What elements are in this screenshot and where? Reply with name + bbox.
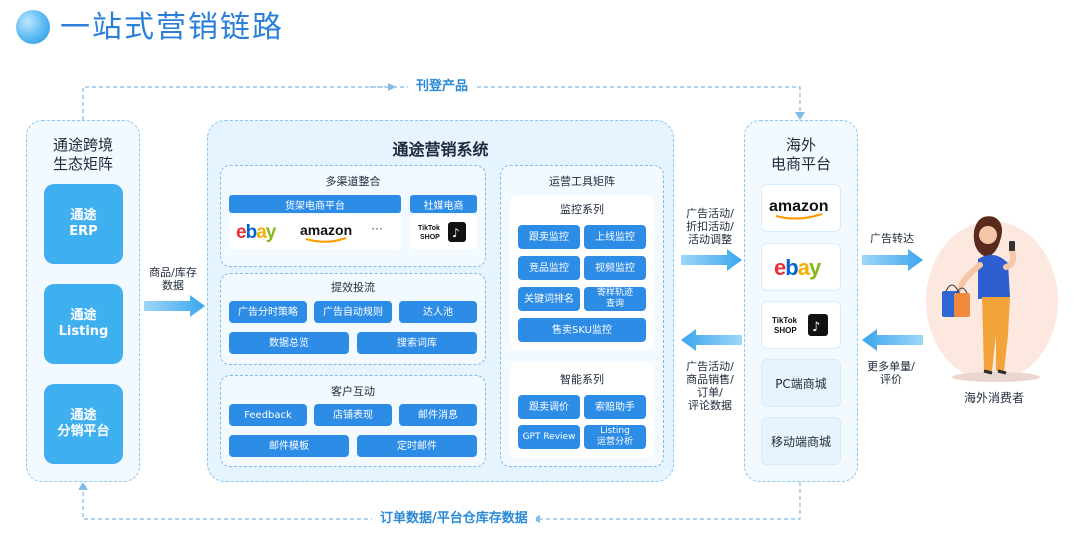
ad-delivery-label: 广告转达 [870, 232, 914, 245]
tiktok-store-card[interactable]: TikTok SHOP ♪ [761, 301, 841, 349]
email-templates-button[interactable]: 邮件模板 [229, 435, 349, 457]
page-title: 一站式营销链路 [60, 10, 284, 45]
feedback-button[interactable]: Feedback [229, 404, 307, 426]
pc-store-card[interactable]: PC端商城 [761, 359, 841, 407]
hijack-monitor-button[interactable]: 跟卖监控 [518, 225, 580, 249]
sample-tracking-button[interactable]: 寄样轨迹 查询 [584, 287, 646, 311]
more-orders-reviews-label: 更多单量/ 评价 [867, 360, 915, 386]
svg-text:TikTok: TikTok [772, 316, 798, 325]
shelf-logos-area [229, 215, 401, 249]
sku-monitor-button[interactable]: 售卖SKU监控 [518, 318, 646, 342]
ad-auto-rules-button[interactable]: 广告自动规则 [314, 301, 392, 323]
shelf-ecommerce-label: 货架电商平台 [229, 195, 401, 213]
svg-text:TikTok: TikTok [418, 225, 440, 232]
smart-series-title: 智能系列 [560, 373, 604, 386]
publish-products-label: 刊登产品 [408, 78, 477, 96]
influencer-pool-button[interactable]: 达人池 [399, 301, 477, 323]
order-inventory-label: 订单数据/平台仓库存数据 [372, 510, 536, 528]
amazon-logo: amazon [769, 198, 829, 220]
multichannel-title: 多渠道整合 [325, 175, 381, 188]
svg-text:ebay: ebay [236, 222, 277, 243]
overseas-consumer-label: 海外消费者 [963, 391, 1024, 405]
competitor-monitor-button[interactable]: 竞品监控 [518, 256, 580, 280]
gpt-review-button[interactable]: GPT Review [518, 425, 580, 449]
ebay-store-card[interactable]: ebay [761, 243, 841, 291]
right-arrow-icon [681, 249, 742, 271]
ebay-logo: ebay [774, 255, 823, 280]
ops-tools-title: 运营工具矩阵 [549, 175, 615, 188]
sales-review-data-label: 广告活动/ 商品销售/ 订单/ 评论数据 [686, 360, 734, 412]
listing-analysis-button[interactable]: Listing 运营分析 [584, 425, 646, 449]
ads-title: 提效投流 [331, 281, 375, 294]
svg-text:SHOP: SHOP [420, 234, 440, 241]
ad-activity-adjust-label: 广告活动/ 折扣活动/ 活动调整 [686, 207, 734, 246]
ecosystem-matrix-title: 通途跨境 生态矩阵 [52, 136, 113, 173]
erp-box[interactable]: 通途 ERP [44, 184, 123, 264]
title-bullet-icon [16, 10, 50, 44]
monitor-series-title: 监控系列 [560, 203, 604, 216]
scheduled-email-button[interactable]: 定时邮件 [357, 435, 477, 457]
overseas-platforms-title: 海外 电商平台 [770, 136, 831, 173]
ebay-logo: ebay [236, 222, 278, 243]
right-arrow-icon [862, 249, 923, 271]
tiktok-shop-logo: TikTok SHOP ♪ [772, 314, 828, 336]
email-messages-button[interactable]: 邮件消息 [399, 404, 477, 426]
claim-assistant-button[interactable]: 索赔助手 [584, 395, 646, 419]
svg-text:♪: ♪ [452, 226, 460, 240]
right-arrow-icon [144, 295, 205, 317]
video-monitor-button[interactable]: 视频监控 [584, 256, 646, 280]
listing-box[interactable]: 通途 Listing [44, 284, 123, 364]
social-ecommerce-label: 社媒电商 [410, 195, 477, 213]
goods-inventory-label: 商品/库存 数据 [149, 266, 197, 292]
search-term-library-button[interactable]: 搜索词库 [357, 332, 477, 354]
more-platforms-ellipsis: ··· [371, 222, 383, 236]
store-performance-button[interactable]: 店铺表现 [314, 404, 392, 426]
customer-interaction-title: 客户互动 [331, 385, 375, 398]
amazon-store-card[interactable]: amazon [761, 184, 841, 232]
shopper-illustration [926, 216, 1058, 382]
hijack-reprice-button[interactable]: 跟卖调价 [518, 395, 580, 419]
marketing-system-title: 通途营销系统 [392, 140, 489, 159]
listing-online-monitor-button[interactable]: 上线监控 [584, 225, 646, 249]
left-arrow-icon [862, 329, 923, 351]
distribution-box[interactable]: 通途 分销平台 [44, 384, 123, 464]
keyword-ranking-button[interactable]: 关键词排名 [518, 287, 580, 311]
data-overview-button[interactable]: 数据总览 [229, 332, 349, 354]
svg-text:amazon: amazon [769, 198, 829, 215]
svg-text:amazon: amazon [300, 222, 352, 238]
amazon-logo: amazon [300, 222, 352, 243]
ad-schedule-strategy-button[interactable]: 广告分时策略 [229, 301, 307, 323]
svg-text:SHOP: SHOP [774, 326, 797, 335]
svg-text:ebay: ebay [774, 255, 822, 280]
mobile-store-card[interactable]: 移动端商城 [761, 417, 841, 465]
left-arrow-icon [681, 329, 742, 351]
svg-text:♪: ♪ [812, 320, 820, 335]
tiktok-shop-logo: TikTok SHOP ♪ [418, 222, 466, 242]
